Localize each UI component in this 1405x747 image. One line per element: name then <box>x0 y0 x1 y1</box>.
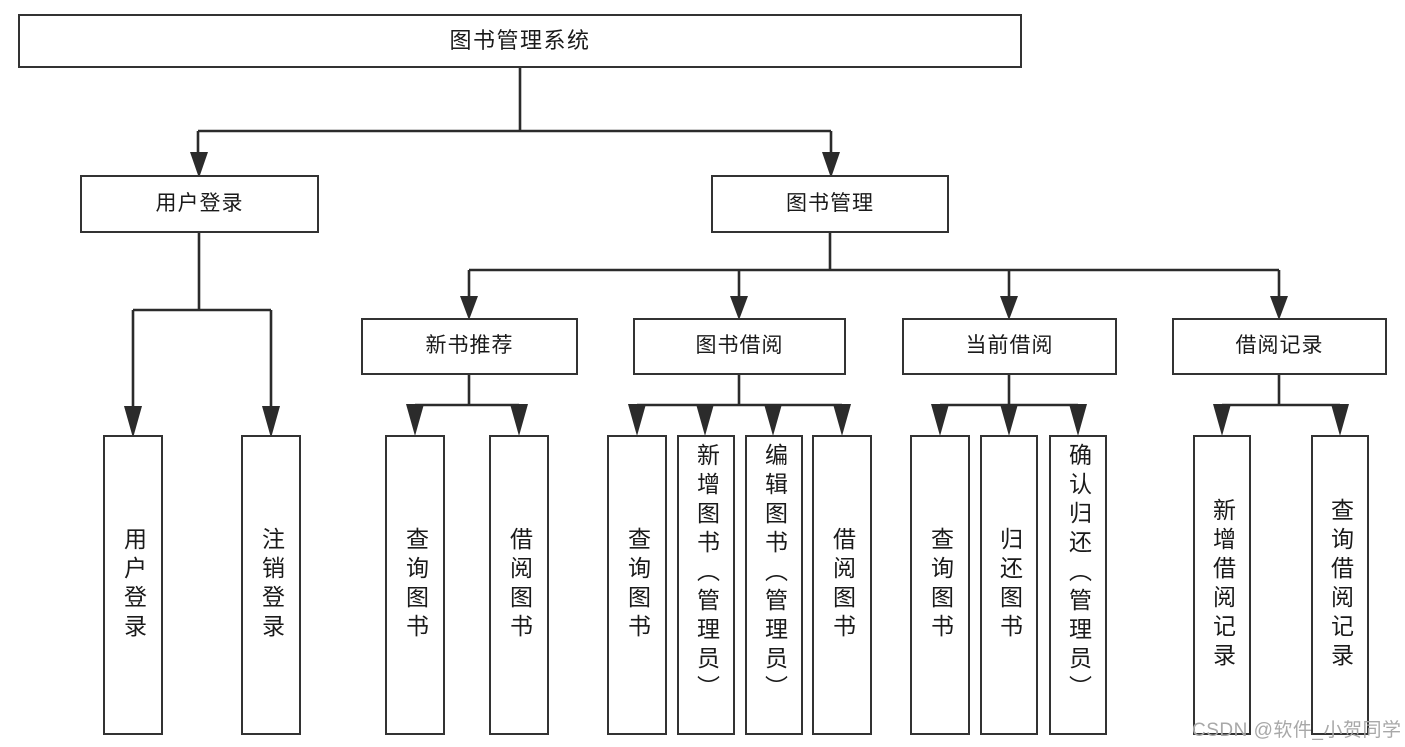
node-label: 注销登录 <box>258 527 285 643</box>
node-leaf-edit-book-admin[interactable]: 编辑图书（管理员） <box>745 435 803 735</box>
node-leaf-query-borrow-record[interactable]: 查询借阅记录 <box>1311 435 1369 735</box>
node-leaf-logout[interactable]: 注销登录 <box>241 435 301 735</box>
node-label: 确认归还（管理员） <box>1065 443 1092 704</box>
node-label: 图书借阅 <box>695 334 784 358</box>
node-borrow-record[interactable]: 借阅记录 <box>1172 318 1387 375</box>
node-leaf-confirm-return-admin[interactable]: 确认归还（管理员） <box>1049 435 1107 735</box>
node-label: 当前借阅 <box>965 334 1054 358</box>
node-book-borrow[interactable]: 图书借阅 <box>633 318 846 375</box>
node-label: 新增借阅记录 <box>1209 498 1236 672</box>
node-label: 用户登录 <box>155 191 244 215</box>
node-label: 编辑图书（管理员） <box>761 443 788 704</box>
node-label: 归还图书 <box>996 527 1023 643</box>
csdn-watermark: CSDN @软件_小贺同学 <box>1192 720 1402 741</box>
node-new-book-recommend[interactable]: 新书推荐 <box>361 318 578 375</box>
node-user-login[interactable]: 用户登录 <box>80 175 319 233</box>
node-label: 借阅记录 <box>1235 334 1324 358</box>
node-book-management[interactable]: 图书管理 <box>711 175 949 233</box>
node-leaf-user-login[interactable]: 用户登录 <box>103 435 163 735</box>
node-label: 借阅图书 <box>829 527 856 643</box>
node-label: 图书管理系统 <box>449 28 591 54</box>
node-label: 查询图书 <box>402 527 429 643</box>
node-label: 图书管理 <box>786 191 874 215</box>
node-leaf-borrow-book-recommend[interactable]: 借阅图书 <box>489 435 549 735</box>
node-leaf-add-borrow-record[interactable]: 新增借阅记录 <box>1193 435 1251 735</box>
node-leaf-query-book-current[interactable]: 查询图书 <box>910 435 970 735</box>
node-leaf-add-book-admin[interactable]: 新增图书（管理员） <box>677 435 735 735</box>
node-root-book-management-system[interactable]: 图书管理系统 <box>18 14 1022 68</box>
node-label: 借阅图书 <box>506 527 533 643</box>
node-label: 新书推荐 <box>425 334 514 358</box>
node-leaf-query-book-recommend[interactable]: 查询图书 <box>385 435 445 735</box>
node-leaf-query-book-borrow[interactable]: 查询图书 <box>607 435 667 735</box>
node-label: 新增图书（管理员） <box>693 443 720 704</box>
node-label: 查询图书 <box>927 527 954 643</box>
node-current-borrow[interactable]: 当前借阅 <box>902 318 1117 375</box>
node-leaf-borrow-book[interactable]: 借阅图书 <box>812 435 872 735</box>
node-label: 用户登录 <box>120 527 147 643</box>
node-label: 查询借阅记录 <box>1327 498 1354 672</box>
node-leaf-return-book[interactable]: 归还图书 <box>980 435 1038 735</box>
node-label: 查询图书 <box>624 527 651 643</box>
